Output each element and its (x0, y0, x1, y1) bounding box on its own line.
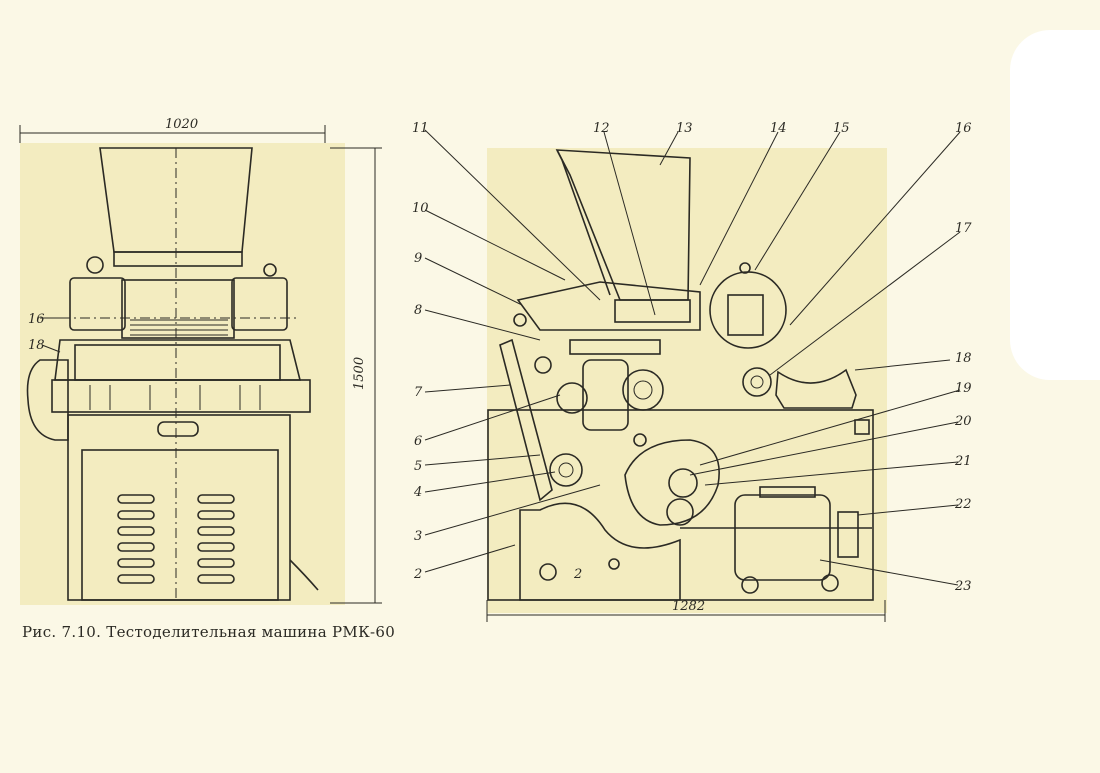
side-label-17: 17 (955, 221, 972, 236)
side-label-13: 13 (676, 121, 693, 136)
side-tray (775, 368, 857, 409)
side-label-21: 21 (954, 454, 972, 469)
page-edge-shadow (1010, 30, 1100, 380)
front-label-18: 18 (28, 338, 45, 353)
side-conveyor (499, 338, 553, 502)
front-left-drum (69, 277, 126, 331)
side-label-12: 12 (593, 121, 610, 136)
side-label-15: 15 (833, 121, 850, 136)
side-label-18: 18 (955, 351, 972, 366)
side-label-23: 23 (954, 579, 972, 594)
side-frame (487, 409, 874, 601)
side-width-dim: 1282 (672, 599, 705, 614)
side-label-20: 20 (954, 414, 972, 429)
side-motor (734, 494, 831, 581)
side-label-7: 7 (414, 385, 423, 400)
side-label-2-left: 2 (413, 567, 422, 582)
front-view: 1020 1500 (19, 117, 382, 605)
side-view: 12 8 2 (412, 121, 972, 622)
front-right-drum (231, 277, 288, 331)
side-label-8: 8 (414, 303, 422, 318)
front-view-background (20, 143, 345, 605)
side-label-4: 4 (413, 485, 422, 500)
side-label-9: 9 (414, 251, 422, 266)
side-label-11: 11 (412, 121, 429, 136)
side-gearbox (582, 359, 629, 431)
side-label-10: 10 (412, 201, 429, 216)
figure-caption: Рис. 7.10. Тестоделительная машина РМК-6… (22, 623, 396, 641)
front-side-motor (26, 359, 69, 441)
side-view-background (487, 148, 887, 613)
side-label-16: 16 (955, 121, 972, 136)
side-label-3: 3 (414, 529, 422, 544)
side-label-19: 19 (955, 381, 972, 396)
front-width-dim: 1020 (165, 117, 198, 132)
side-label-5: 5 (414, 459, 422, 474)
side-lower-housing (519, 502, 681, 601)
front-height-dim: 1500 (352, 357, 367, 390)
side-upper-housing (516, 281, 701, 331)
side-label-14: 14 (770, 121, 787, 136)
side-roller-17 (742, 367, 772, 397)
front-label-16: 16 (28, 312, 45, 327)
side-label-2-center: 2 (573, 567, 582, 582)
side-main-drum (624, 439, 720, 526)
side-label-6: 6 (414, 434, 422, 449)
side-label-22: 22 (954, 497, 972, 512)
